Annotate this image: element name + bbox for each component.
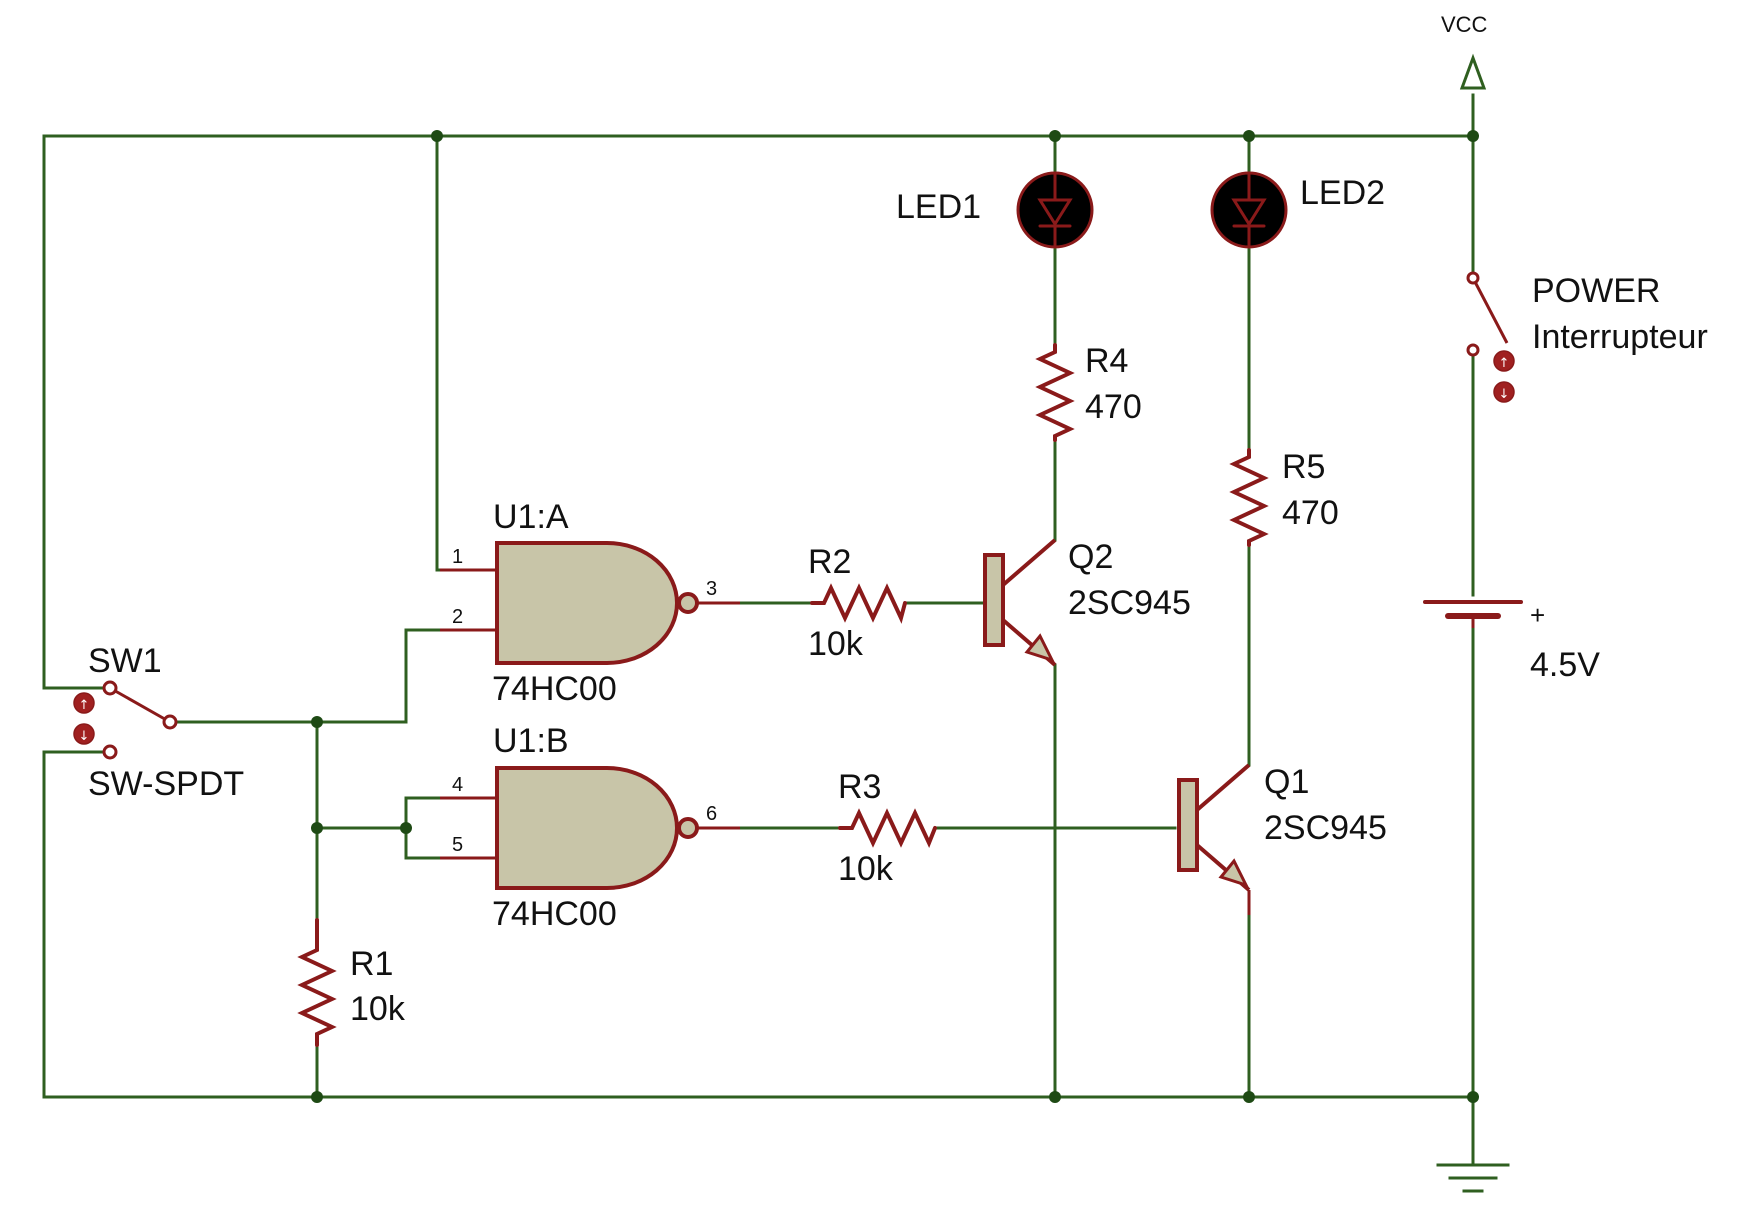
led1-diode-icon xyxy=(1037,198,1073,227)
power-switch-ref: POWER xyxy=(1532,272,1660,310)
u1a-pin2-number: 2 xyxy=(452,606,463,628)
u1b-pin4-number: 4 xyxy=(452,774,463,796)
q1-transistor: Q1 2SC945 xyxy=(1177,763,1387,915)
q1-emitter-arrow-icon xyxy=(1218,858,1249,888)
led1: LED1 xyxy=(896,171,1094,249)
r3-resistor: R3 10k xyxy=(838,768,937,888)
sw1-lever xyxy=(109,686,171,724)
junction-dot xyxy=(1243,1091,1255,1103)
sw1-up-glyph: ↑ xyxy=(79,698,90,713)
sw1-switch[interactable]: ↑ ↓ SW1 SW-SPDT xyxy=(73,642,244,803)
u1a-body xyxy=(495,541,679,665)
r3-zigzag xyxy=(838,808,937,849)
led2-diode-icon xyxy=(1231,198,1267,227)
q1-ref: Q1 xyxy=(1264,763,1309,801)
junction-dot xyxy=(1467,130,1479,142)
power-switch-up-arrow-icon[interactable] xyxy=(1493,350,1515,372)
r2-value: 10k xyxy=(808,625,864,663)
junction-dot xyxy=(1049,1091,1061,1103)
junction-dot xyxy=(1243,130,1255,142)
sw1-pole-lower xyxy=(102,744,118,760)
u1a-nand-gate: U1:A 74HC00 1 2 3 xyxy=(440,498,740,708)
u1b-value: 74HC00 xyxy=(492,895,617,933)
r1-resistor: R1 10k xyxy=(297,918,406,1047)
junctions xyxy=(311,130,1479,1103)
junction-dot xyxy=(400,822,412,834)
vcc-label: VCC xyxy=(1441,12,1488,37)
u1a-ref: U1:A xyxy=(493,498,569,536)
u1a-value: 74HC00 xyxy=(492,670,617,708)
led2-ref: LED2 xyxy=(1300,174,1385,212)
battery-value: 4.5V xyxy=(1530,646,1600,684)
vcc-terminal: VCC xyxy=(1441,12,1488,90)
junction-dot xyxy=(1049,130,1061,142)
power-down-glyph: ↓ xyxy=(1499,387,1510,402)
u1a-pin3-number: 3 xyxy=(706,578,717,600)
u1b-nand-gate: U1:B 74HC00 4 5 6 xyxy=(440,722,740,933)
u1b-ref: U1:B xyxy=(493,722,569,760)
r5-zigzag xyxy=(1229,448,1269,547)
r5-resistor: R5 470 xyxy=(1229,448,1339,547)
junction-dot xyxy=(311,822,323,834)
battery-polarity: + xyxy=(1530,600,1545,630)
power-switch[interactable]: ↑ ↓ POWER Interrupteur xyxy=(1466,271,1708,403)
u1a-pin1-number: 1 xyxy=(452,546,463,568)
r2-ref: R2 xyxy=(808,543,851,581)
r5-ref: R5 xyxy=(1282,448,1325,486)
r3-ref: R3 xyxy=(838,768,881,806)
q1-collector xyxy=(1195,763,1251,812)
q2-base-bar xyxy=(983,553,1005,647)
u1b-inverter-bubble xyxy=(677,817,699,839)
junction-dot xyxy=(311,1091,323,1103)
junction-dot xyxy=(311,716,323,728)
q1-value: 2SC945 xyxy=(1264,809,1387,847)
ground-symbol xyxy=(1436,1163,1510,1193)
r4-resistor: R4 470 xyxy=(1035,342,1142,442)
q1-base-bar xyxy=(1177,778,1199,872)
power-switch-pole-bottom xyxy=(1466,343,1480,357)
r5-value: 470 xyxy=(1282,494,1339,532)
power-switch-pole-top xyxy=(1466,271,1480,285)
sw1-down-glyph: ↓ xyxy=(79,729,90,744)
q2-value: 2SC945 xyxy=(1068,584,1191,622)
u1a-inverter-bubble xyxy=(677,592,699,614)
sw1-value: SW-SPDT xyxy=(88,765,244,803)
r1-ref: R1 xyxy=(350,945,393,983)
r4-zigzag xyxy=(1035,343,1075,442)
q2-transistor: Q2 2SC945 xyxy=(983,538,1191,667)
q2-emitter-arrow-icon xyxy=(1024,633,1055,663)
power-switch-down-arrow-icon[interactable] xyxy=(1493,381,1515,403)
led2: LED2 xyxy=(1210,171,1385,249)
r1-value: 10k xyxy=(350,990,406,1028)
sw1-down-arrow-icon[interactable] xyxy=(73,723,95,745)
r4-value: 470 xyxy=(1085,388,1142,426)
battery: + 4.5V xyxy=(1423,600,1600,684)
q2-collector xyxy=(1001,538,1057,587)
junction-dot xyxy=(431,130,443,142)
power-switch-lever xyxy=(1471,277,1509,344)
power-switch-value: Interrupteur xyxy=(1532,318,1708,356)
u1b-pin5-number: 5 xyxy=(452,834,463,856)
wires xyxy=(42,93,1475,1167)
u1b-pin6-number: 6 xyxy=(706,803,717,825)
r3-value: 10k xyxy=(838,850,894,888)
r1-zigzag xyxy=(297,918,337,1047)
sw1-pole-common xyxy=(162,714,178,730)
power-up-glyph: ↑ xyxy=(1499,356,1510,371)
junction-dot xyxy=(1467,1091,1479,1103)
q2-ref: Q2 xyxy=(1068,538,1113,576)
sw1-pole-upper xyxy=(102,680,118,696)
sw1-ref: SW1 xyxy=(88,642,162,680)
sw1-up-arrow-icon[interactable] xyxy=(73,692,95,714)
led1-ref: LED1 xyxy=(896,188,981,226)
r2-zigzag xyxy=(810,583,907,624)
u1b-body xyxy=(495,766,679,890)
r4-ref: R4 xyxy=(1085,342,1128,380)
vcc-arrow-icon xyxy=(1459,53,1487,90)
r2-resistor: R2 10k xyxy=(808,543,907,663)
